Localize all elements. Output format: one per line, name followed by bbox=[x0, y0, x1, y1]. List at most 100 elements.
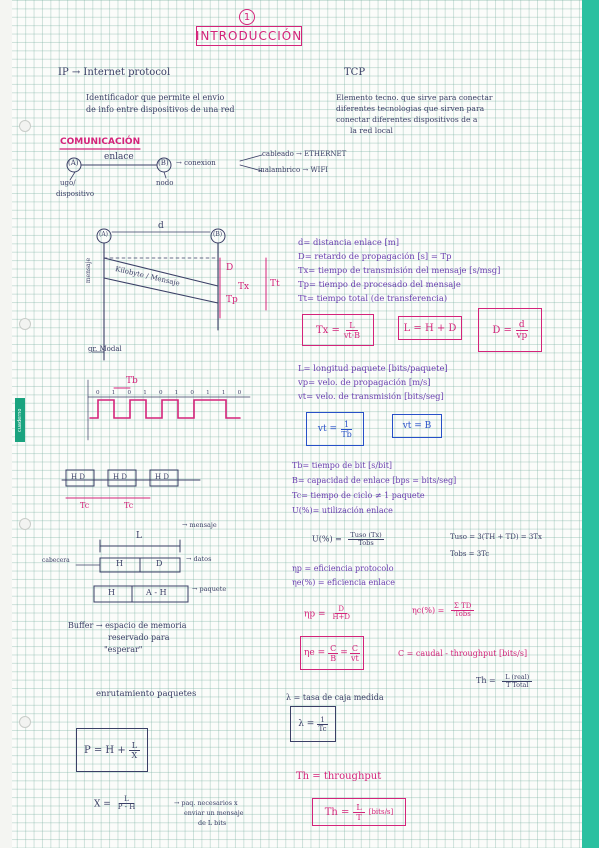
formula-num: L bbox=[128, 741, 141, 751]
formula-lhs: X = bbox=[94, 799, 111, 810]
device-label: dispositivo bbox=[56, 190, 95, 198]
buffer-def: reservado para bbox=[108, 633, 170, 642]
packet-arrow-label: → paquete bbox=[192, 585, 227, 593]
formula-lambda: λ = 1 Tc bbox=[290, 706, 336, 742]
packet-H2: H bbox=[108, 588, 115, 597]
message-arrow-label: → mensaje bbox=[182, 521, 217, 529]
binder-hole bbox=[19, 120, 31, 132]
timing-node-b: (B) bbox=[213, 231, 223, 238]
index-tab-strip bbox=[582, 0, 599, 848]
formula-num: L bbox=[346, 321, 358, 331]
frame-label: H D bbox=[71, 473, 85, 481]
formula-lhs: U(%) = bbox=[312, 534, 342, 544]
formula-num: Tuso (Tx) bbox=[348, 531, 384, 540]
formula-Th-real: Th = L (real) T Total bbox=[476, 674, 533, 689]
packet-AH: A - H bbox=[146, 588, 167, 597]
formula-P: P = H + L X bbox=[76, 728, 148, 772]
frame-label: H D bbox=[155, 473, 169, 481]
tuso-eq: Tuso = 3(TH + TD) = 3Tx bbox=[450, 533, 542, 541]
bit-square-wave bbox=[89, 399, 241, 419]
formula-num: L (real) bbox=[502, 674, 533, 682]
formula-den: B bbox=[330, 653, 337, 663]
node-b-label: (B) bbox=[158, 159, 169, 167]
label-Tb: Tb bbox=[126, 376, 138, 386]
ip-desc-line: Identificador que permite el envio bbox=[86, 93, 225, 102]
x-note: de L bits bbox=[198, 819, 227, 827]
def-Tc: Tc= tiempo de ciclo ≠ 1 paquete bbox=[292, 491, 425, 500]
formula-lhs: ηc(%) = bbox=[412, 605, 445, 615]
node-label: nodo bbox=[156, 179, 174, 187]
formula-den: Tb bbox=[341, 429, 352, 439]
bit-sequence: 0 1 0 1 0 1 0 1 1 0 bbox=[96, 390, 247, 396]
device-label: ugo/ bbox=[60, 179, 76, 187]
formula-vt: vt = 1 Tb bbox=[306, 412, 364, 446]
formula-den: X bbox=[131, 750, 138, 760]
label-Tc: Tc bbox=[124, 501, 134, 510]
buffer-def: Buffer → espacio de memoria bbox=[68, 621, 187, 630]
ip-desc-line: de info entre dispositivos de una red bbox=[86, 105, 235, 114]
graph-label: gr. Modal bbox=[88, 345, 122, 353]
frame-label: H D bbox=[113, 473, 127, 481]
formula-den: H+D bbox=[332, 613, 351, 622]
def-Tp: Tp= tiempo de procesado del mensaje bbox=[298, 279, 461, 289]
label-Tp: Tp bbox=[226, 295, 238, 305]
formula-num: Σ TD bbox=[450, 602, 475, 612]
formula-den: vp bbox=[516, 330, 528, 341]
tcp-desc-line: diferentes tecnologias que sirven para bbox=[336, 104, 485, 113]
formula-num: 1 bbox=[317, 716, 328, 725]
x-note: enviar un mensaje bbox=[184, 809, 244, 817]
formula-lhs: D = bbox=[492, 324, 512, 336]
formula-den: Tobs bbox=[454, 610, 471, 619]
formula-den: T Total bbox=[506, 680, 529, 689]
tcp-desc-line: Elemento tecno. que sirve para conectar bbox=[336, 93, 493, 102]
def-np: ηp = eficiencia protocolo bbox=[292, 564, 394, 573]
left-margin bbox=[0, 0, 12, 848]
packet-H: H bbox=[116, 559, 123, 568]
def-vt: vt= velo. de transmisión [bits/seg] bbox=[298, 391, 444, 401]
formula-Th: Th = L T [bits/s] bbox=[312, 798, 406, 826]
formula-num: C bbox=[349, 643, 360, 654]
header-label: cabecera bbox=[42, 557, 70, 564]
formula-np: ηp = D H+D bbox=[304, 605, 351, 622]
inalambrico-label: inalambrico → WIFI bbox=[258, 166, 329, 174]
formula-unit: [bits/s] bbox=[368, 808, 394, 816]
formula-num: L bbox=[119, 795, 134, 805]
formula-den: vt·B bbox=[343, 330, 361, 340]
binder-hole bbox=[19, 518, 31, 530]
formula-lhs: Th = bbox=[476, 676, 496, 686]
message-label: mensaje bbox=[85, 258, 92, 284]
tcp-desc-line: la red local bbox=[350, 126, 393, 135]
distance-label: d bbox=[158, 221, 164, 231]
formula-den: vt bbox=[351, 653, 359, 663]
signal-slope-bottom bbox=[103, 277, 219, 304]
binder-hole bbox=[19, 318, 31, 330]
formula-U: U(%) = Tuso (Tx) Tobs bbox=[312, 532, 384, 547]
label-Tc: Tc bbox=[80, 501, 90, 510]
formula-vt-B: vt = B bbox=[392, 414, 442, 438]
formula-lhs: vt = bbox=[317, 424, 337, 434]
buffer-def: "esperar" bbox=[104, 645, 143, 654]
ip-heading: IP → Internet protocol bbox=[58, 67, 171, 78]
def-U: U(%)= utilización enlace bbox=[292, 506, 393, 515]
data-arrow-label: → datos bbox=[186, 555, 212, 563]
formula-num: D bbox=[335, 605, 348, 615]
def-Tb: Tb= tiempo de bit [s/bit] bbox=[292, 461, 393, 470]
def-d: d= distancia enlace [m] bbox=[298, 237, 399, 247]
def-D: D= retardo de propagación [s] = Tp bbox=[298, 251, 452, 261]
formula-den: Tobs bbox=[358, 538, 374, 547]
formula-lhs: P = H + bbox=[83, 744, 126, 756]
tcp-desc-line: conectar diferentes dispositivos de a bbox=[336, 115, 478, 124]
label-D: D bbox=[226, 263, 234, 273]
cableado-label: cableado → ETHERNET bbox=[262, 150, 347, 158]
link-label: enlace bbox=[104, 152, 134, 162]
formula-den: P - H bbox=[117, 803, 136, 812]
formula-ne: ηe = C B = C vt bbox=[300, 636, 364, 670]
def-Tt: Tt= tiempo total (de transferencia) bbox=[298, 293, 448, 303]
formula-nc: ηc(%) = Σ TD Tobs bbox=[412, 602, 475, 619]
packet-D: D bbox=[156, 559, 163, 568]
formula-den: T bbox=[356, 812, 362, 822]
formula-lhs: Th = bbox=[324, 806, 350, 818]
throughput-def: Th = throughput bbox=[296, 771, 382, 782]
